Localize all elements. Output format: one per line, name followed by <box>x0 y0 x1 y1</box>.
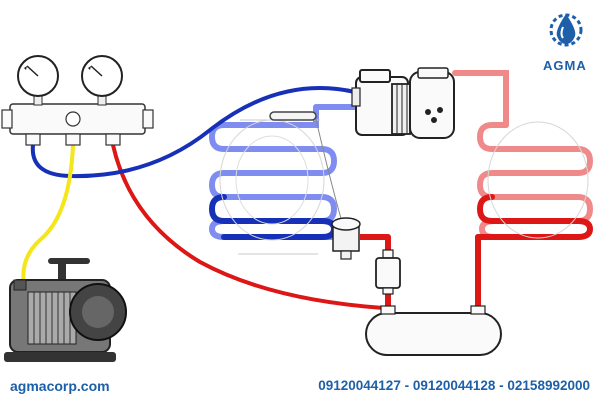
sensing-bulb <box>269 111 317 121</box>
sensing-bulb-tube <box>314 114 343 223</box>
compressor <box>351 67 455 139</box>
condenser-inlet <box>452 70 509 128</box>
center-port <box>65 133 81 146</box>
filter-drier <box>375 249 401 295</box>
evaporator-fins <box>235 135 309 225</box>
condenser-coil <box>452 70 594 240</box>
manifold-right-cap <box>142 109 154 129</box>
manifold-gauge-set <box>1 55 154 146</box>
evaporator-coil <box>208 104 338 255</box>
high-side-port <box>105 133 121 146</box>
brand-logo-text: AGMA <box>543 58 587 73</box>
condenser-tube-lower <box>475 194 594 240</box>
condenser-fins <box>487 121 589 239</box>
evaporator-tube <box>208 104 338 240</box>
vacuum-pump <box>4 258 127 362</box>
evaporator-tube-lower <box>208 194 338 240</box>
expansion-valve <box>331 217 361 260</box>
receiver-tank <box>365 305 502 356</box>
contact-phones: 09120044127 - 09120044128 - 02158992000 <box>318 378 590 393</box>
high-side-hose <box>111 144 385 310</box>
charging-hose <box>21 144 75 286</box>
pressure-gauge-icon <box>81 55 123 97</box>
water-drop-gear-icon <box>549 13 583 47</box>
low-side-hose <box>30 85 356 179</box>
pressure-gauge-icon <box>17 55 59 97</box>
drier-to-valve-line <box>360 234 391 255</box>
manifold-left-cap <box>1 109 13 129</box>
low-side-port <box>25 133 41 146</box>
manifold-center-port <box>65 111 81 127</box>
website-link[interactable]: agmacorp.com <box>10 378 110 394</box>
high-pressure-lines <box>111 144 481 311</box>
